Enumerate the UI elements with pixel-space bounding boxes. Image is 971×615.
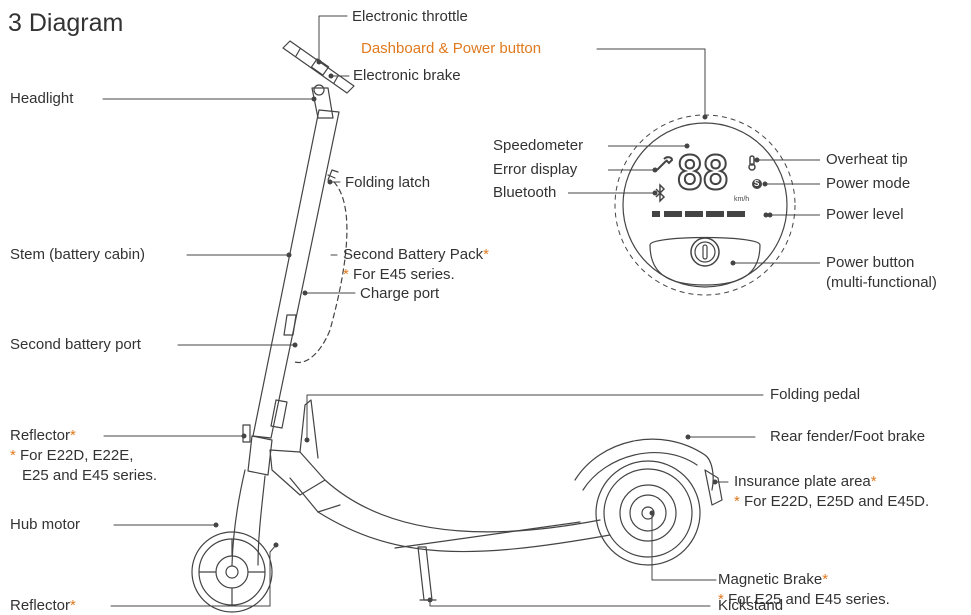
label-electronic-throttle: Electronic throttle [352,8,468,25]
front-wheel [191,531,273,613]
note-insurance-plate: * For E22D, E25D and E45D. [734,493,930,510]
stem [252,87,340,439]
label-reflector-bottom: Reflector* [10,597,76,614]
label-overheat-tip: Overheat tip [826,151,908,168]
dashboard-leaders [568,145,820,264]
label-bluetooth: Bluetooth [493,184,557,201]
note-reflector-front-2: E25 and E45 series. [22,467,158,484]
label-magnetic-brake: Magnetic Brake* [718,571,829,588]
label-second-battery-port: Second battery port [10,336,141,353]
note-reflector-front-1: * For E22D, E22E, [10,447,134,464]
label-folding-latch: Folding latch [345,174,431,191]
label-kickstand: Kickstand [718,597,784,614]
label-electronic-brake: Electronic brake [353,67,461,84]
label-rear-fender: Rear fender/Foot brake [770,428,926,445]
deck [269,449,611,553]
note-magnetic-brake: * For E25 and E45 series. [718,591,890,608]
label-power-mode: Power mode [826,175,911,192]
power-level-bar [652,211,769,218]
label-stem: Stem (battery cabin) [10,246,146,263]
note-second-battery-pack: * For E45 series. [343,266,455,283]
label-speedometer: Speedometer [493,137,584,154]
rear-fender [574,438,714,491]
label-folding-pedal: Folding pedal [770,386,861,403]
label-power-level: Power level [826,206,904,223]
label-charge-port: Charge port [360,285,440,302]
label-reflector-front: Reflector* [10,427,76,444]
speed-unit: km/h [734,196,750,203]
label-insurance-plate: Insurance plate area* [734,473,877,490]
second-battery-outline [294,181,348,364]
label-second-battery-pack: Second Battery Pack* [343,246,489,263]
leader-lines [102,15,764,607]
bluetooth-icon [655,183,666,203]
front-fork [231,424,273,566]
wrench-icon [656,156,674,171]
dashboard-detail [614,114,796,296]
power-mode-letter: S [754,179,760,188]
insurance-plate [704,469,723,506]
folding-pedal [299,399,319,459]
handlebar [282,40,355,96]
rear-wheel [595,460,701,566]
power-mode-icon [752,179,762,189]
leader-dots [213,59,718,603]
label-dashboard-power-button: Dashboard & Power button [361,40,542,57]
page-title: 3 Diagram [8,9,124,37]
dashboard-dots [652,143,773,266]
label-power-button-sub: (multi-functional) [826,274,937,291]
thermometer-icon [748,155,756,171]
speed-digits: 88 [675,146,730,200]
label-headlight: Headlight [10,90,74,107]
label-hub-motor: Hub motor [10,516,81,533]
label-power-button: Power button [826,254,915,271]
label-error-display: Error display [493,161,578,178]
kickstand [417,546,437,601]
